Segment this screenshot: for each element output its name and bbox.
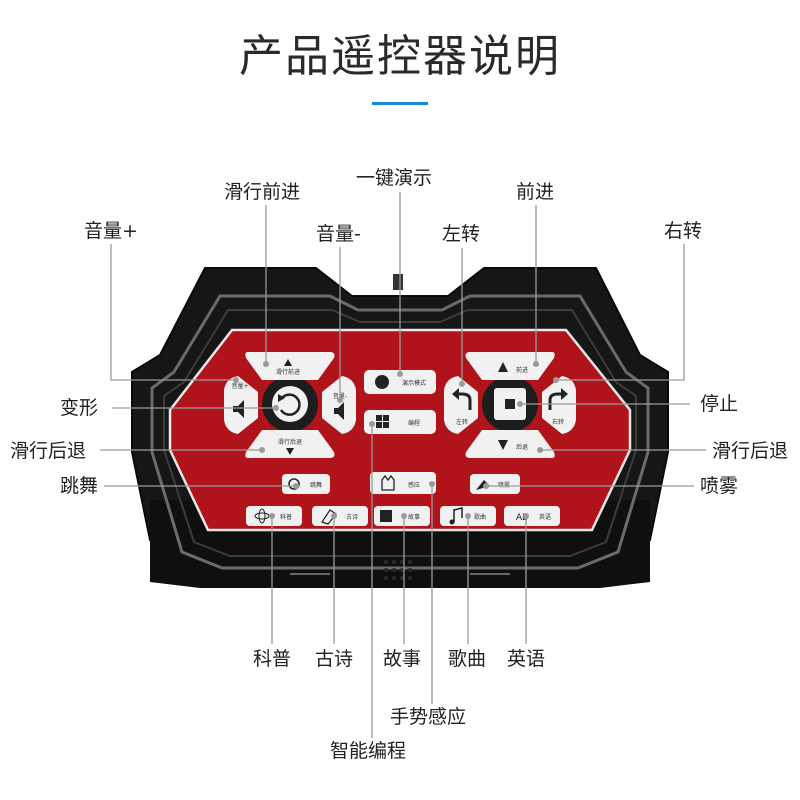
- label-slide-forward: 滑行前进: [224, 181, 301, 203]
- volume-up-button-text: 音量+: [231, 382, 248, 390]
- program-button-text: 编程: [408, 419, 420, 427]
- label-story: 故事: [383, 648, 422, 670]
- slide-back-button-text: 滑行后退: [278, 438, 302, 446]
- english-ab-icon: AB: [516, 513, 528, 523]
- content-row: 科普 古诗 故事 歌曲 AB 英语: [246, 506, 560, 526]
- science-button-text: 科普: [280, 513, 292, 521]
- music-note-icon: [453, 507, 463, 522]
- arrow-up-icon: [284, 359, 292, 366]
- stop-square-icon: [505, 399, 515, 409]
- english-button[interactable]: [504, 506, 560, 526]
- arrow-up-icon: [498, 362, 508, 372]
- turn-left-button[interactable]: [444, 376, 478, 434]
- label-volume-up: 音量+: [84, 220, 138, 242]
- story-button-text: 故事: [408, 513, 420, 521]
- action-row: 跳舞 感应 喷雾: [282, 472, 520, 494]
- rotate-icon: [279, 393, 301, 416]
- label-transform: 变形: [60, 397, 99, 419]
- label-turn-right: 右转: [664, 220, 703, 242]
- arrow-down-icon: [498, 440, 508, 450]
- demo-mode-button-text: 演示模式: [402, 379, 426, 387]
- label-english: 英语: [507, 648, 546, 670]
- dancer-icon: [288, 478, 300, 490]
- poetry-button-text: 古诗: [346, 513, 358, 521]
- leader-dots: [233, 361, 559, 519]
- english-button-text: 英语: [539, 513, 551, 521]
- film-reel-icon: [375, 375, 389, 389]
- label-one-key-demo: 一键演示: [356, 167, 433, 189]
- label-poetry: 古诗: [315, 648, 354, 670]
- volume-icon: [334, 402, 344, 420]
- forward-button-text: 前进: [516, 366, 528, 374]
- volume-down-button[interactable]: [322, 376, 356, 434]
- back-button-text: 后退: [516, 443, 528, 451]
- arrow-down-icon: [286, 448, 294, 455]
- spray-button-text: 喷雾: [498, 481, 510, 489]
- label-slide-back-right: 滑行后退: [712, 440, 789, 462]
- leader-lines: [100, 192, 706, 738]
- turn-left-arrowhead: [452, 388, 459, 400]
- forward-button[interactable]: [465, 352, 555, 380]
- title-accent-bar: [372, 102, 428, 105]
- turn-right-arrow-icon: [548, 392, 564, 410]
- back-button[interactable]: [465, 430, 555, 458]
- label-forward: 前进: [516, 181, 555, 203]
- program-button[interactable]: [364, 410, 436, 434]
- label-dance: 跳舞: [60, 475, 99, 497]
- slide-forward-button-text: 滑行前进: [276, 368, 300, 376]
- label-smart-program: 智能编程: [330, 740, 407, 762]
- song-button-text: 歌曲: [474, 513, 486, 521]
- label-song: 歌曲: [448, 648, 487, 670]
- antenna: [393, 274, 403, 290]
- label-spray: 喷雾: [700, 475, 739, 497]
- label-volume-down: 音量-: [316, 223, 361, 245]
- label-slide-back-left: 滑行后退: [10, 440, 87, 462]
- turn-left-arrow-icon: [456, 392, 472, 410]
- turn-right-button[interactable]: [542, 376, 576, 434]
- label-turn-left: 左转: [442, 223, 481, 245]
- transform-button[interactable]: [272, 386, 308, 422]
- volume-icon: [233, 400, 244, 418]
- dance-button-text: 跳舞: [310, 481, 322, 489]
- label-stop: 停止: [700, 393, 739, 415]
- body-bevel-outer: [150, 294, 650, 570]
- windows-logo-icon: [376, 415, 389, 428]
- spray-icon: [476, 480, 490, 490]
- turn-left-button-text: 左转: [456, 418, 468, 426]
- rotate-arrowhead: [278, 394, 285, 402]
- label-science: 科普: [253, 648, 292, 670]
- right-dpad: 前进 后退 左转 右转: [444, 352, 576, 458]
- page-title: 产品遥控器说明: [239, 31, 561, 82]
- center-controls: 演示模式 编程: [364, 370, 436, 434]
- gesture-button-text: 感应: [408, 481, 420, 489]
- speaker-grille: [384, 560, 412, 580]
- hand-icon: [381, 474, 395, 491]
- turn-right-arrowhead: [561, 388, 568, 400]
- poetry-button[interactable]: [312, 506, 368, 526]
- label-gesture: 手势感应: [390, 706, 467, 728]
- gesture-button[interactable]: [370, 472, 436, 494]
- book-icon: [380, 510, 392, 522]
- music-note-head: [449, 519, 455, 525]
- spray-button[interactable]: [470, 474, 520, 494]
- turn-right-button-text: 右转: [552, 418, 564, 426]
- slide-back-button[interactable]: [245, 430, 335, 458]
